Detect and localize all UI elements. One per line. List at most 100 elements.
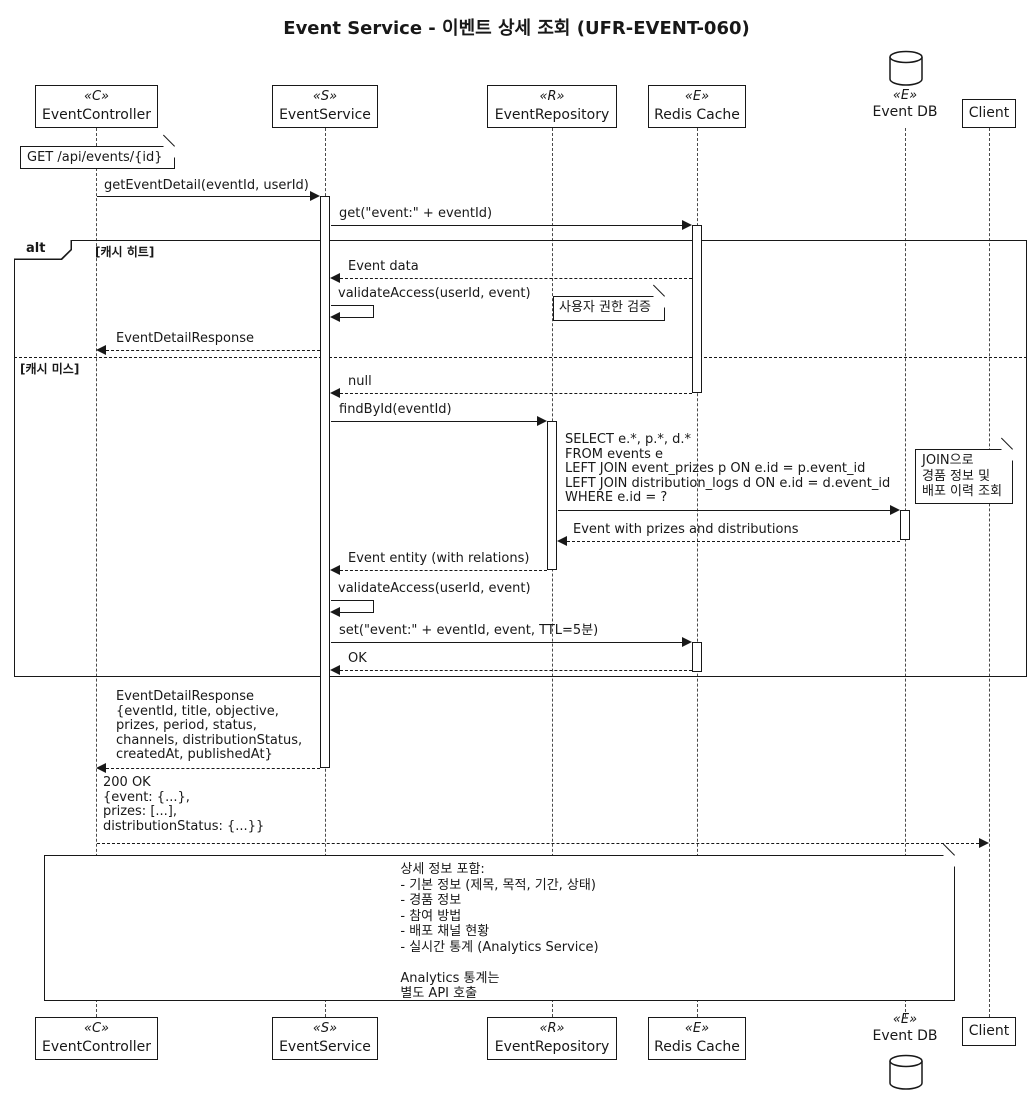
lifeline-event-db	[905, 128, 906, 1017]
msg-detail-response-full-label: EventDetailResponse {eventId, title, obj…	[116, 689, 303, 763]
diagram-title: Event Service - 이벤트 상세 조회 (UFR-EVENT-060…	[283, 18, 750, 39]
note-auth-check-text: 사용자 권한 검증	[559, 300, 651, 315]
msg-validate-access-miss-line-right	[373, 600, 374, 613]
note-fold-icon	[942, 843, 955, 856]
participant-name: EventRepository	[494, 106, 610, 123]
stereotype-label: «S»	[312, 88, 338, 104]
stereotype-label: «R»	[539, 88, 565, 104]
msg-db-result-arrowhead	[557, 536, 567, 546]
msg-get-event-detail-label: getEventDetail(eventId, userId)	[104, 178, 309, 193]
activation-event-db	[900, 510, 910, 540]
msg-sql-query-arrowhead	[890, 505, 900, 515]
participant-bottom-eventrepository: «R» EventRepository	[487, 1017, 617, 1060]
participant-name: Client	[968, 105, 1010, 122]
note-fold-icon	[653, 296, 665, 308]
alt-frame	[14, 240, 1027, 677]
lifeline-eventcontroller	[96, 128, 97, 1017]
msg-cache-get-label: get("event:" + eventId)	[339, 206, 493, 221]
msg-get-event-detail-line	[97, 196, 310, 197]
participant-name: Event DB	[872, 104, 938, 121]
participant-name: EventRepository	[494, 1038, 610, 1055]
stereotype-label: «S»	[312, 1020, 338, 1036]
msg-db-result-label: Event with prizes and distributions	[573, 522, 799, 537]
stereotype-label: «C»	[83, 1020, 110, 1036]
msg-get-event-detail-arrowhead	[310, 191, 320, 201]
msg-validate-access-hit-line-right	[373, 305, 374, 318]
lifeline-redis-cache	[697, 128, 698, 1017]
msg-find-by-id-label: findById(eventId)	[339, 402, 452, 417]
msg-cache-set-arrowhead	[682, 637, 692, 647]
note-join-text: JOIN으로 경품 정보 및 배포 이력 조회	[922, 453, 1003, 499]
msg-validate-access-miss-arrowhead	[330, 607, 340, 617]
msg-http-response-arrowhead	[979, 838, 989, 848]
note-detail-info: 상세 정보 포함: - 기본 정보 (제목, 목적, 기간, 상태) - 경품 …	[44, 843, 955, 1001]
msg-validate-access-miss-line-top	[331, 600, 373, 601]
msg-validate-access-miss-label: validateAccess(userId, event)	[338, 581, 531, 596]
msg-sql-query-label: SELECT e.*, p.*, d.* FROM events e LEFT …	[565, 432, 891, 506]
participant-top-redis-cache: «E» Redis Cache	[648, 85, 746, 128]
msg-validate-access-hit-arrowhead	[330, 312, 340, 322]
activation-eventservice	[320, 196, 330, 768]
stereotype-label: «E»	[684, 1020, 710, 1036]
participant-name: EventService	[279, 1038, 371, 1055]
msg-cache-hit-data-arrowhead	[330, 273, 340, 283]
msg-cache-ok-arrowhead	[330, 665, 340, 675]
participant-top-eventrepository: «R» EventRepository	[487, 85, 617, 128]
note-join: JOIN으로 경품 정보 및 배포 이력 조회	[915, 437, 1013, 504]
msg-cache-get-line	[331, 225, 682, 226]
participant-name: Client	[968, 1023, 1010, 1040]
msg-detail-response-full-line	[106, 768, 320, 769]
participant-name: EventService	[279, 106, 371, 123]
alt-frame-pentagon: alt	[14, 240, 72, 260]
msg-sql-query-line	[558, 510, 890, 511]
stereotype-label: «R»	[539, 1020, 565, 1036]
lifeline-eventrepository	[552, 128, 553, 1017]
msg-cache-null-line	[340, 393, 692, 394]
msg-http-response-label: 200 OK {event: {...}, prizes: [...], dis…	[103, 775, 265, 834]
activation-eventrepository	[547, 421, 557, 570]
msg-find-by-id-line	[331, 421, 537, 422]
msg-detail-response-hit-arrowhead	[96, 345, 106, 355]
note-fold-icon	[162, 134, 175, 147]
msg-validate-access-hit-line-bottom	[340, 317, 373, 318]
participant-top-eventdb: «E» Event DB	[855, 88, 955, 122]
msg-cache-ok-line	[340, 670, 692, 671]
participant-bottom-redis-cache: «E» Redis Cache	[648, 1017, 746, 1060]
msg-detail-response-hit-label: EventDetailResponse	[116, 331, 254, 346]
guard-cache-miss: [캐시 미스]	[20, 362, 80, 376]
note-request: GET /api/events/{id}	[20, 134, 175, 169]
participant-bottom-eventdb: «E» Event DB	[855, 1012, 955, 1046]
stereotype-label: «E»	[684, 88, 710, 104]
msg-find-by-id-arrowhead	[537, 416, 547, 426]
database-icon-bottom	[887, 1053, 925, 1095]
msg-entity-return-line	[340, 570, 547, 571]
msg-validate-access-hit-label: validateAccess(userId, event)	[338, 286, 531, 301]
note-request-text: GET /api/events/{id}	[27, 150, 163, 165]
guard-cache-hit: [캐시 히트]	[95, 245, 155, 259]
participant-name: Redis Cache	[654, 1038, 740, 1055]
msg-validate-access-miss-line-bottom	[340, 612, 373, 613]
msg-cache-null-arrowhead	[330, 388, 340, 398]
msg-detail-response-full-arrowhead	[96, 763, 106, 773]
participant-name: EventController	[42, 1038, 151, 1055]
participant-top-eventservice: «S» EventService	[272, 85, 378, 128]
participant-name: Redis Cache	[654, 106, 740, 123]
stereotype-label: «C»	[83, 88, 110, 104]
note-detail-info-text: 상세 정보 포함: - 기본 정보 (제목, 목적, 기간, 상태) - 경품 …	[400, 862, 599, 1001]
stereotype-label: «E»	[892, 1012, 918, 1027]
note-fold-icon	[1001, 449, 1013, 461]
participant-bottom-eventcontroller: «C» EventController	[35, 1017, 158, 1060]
participant-name: EventController	[42, 106, 151, 123]
alt-operator: alt	[14, 240, 71, 259]
database-icon-top	[887, 49, 925, 91]
participant-top-eventcontroller: «C» EventController	[35, 85, 158, 128]
msg-entity-return-arrowhead	[330, 565, 340, 575]
activation-redis-2	[692, 642, 702, 672]
msg-cache-hit-data-label: Event data	[348, 259, 419, 274]
stereotype-label: «E»	[892, 88, 918, 103]
note-fold-icon	[163, 146, 175, 158]
alt-divider	[14, 357, 1027, 358]
msg-http-response-line	[97, 843, 979, 844]
participant-name: Event DB	[872, 1028, 938, 1045]
